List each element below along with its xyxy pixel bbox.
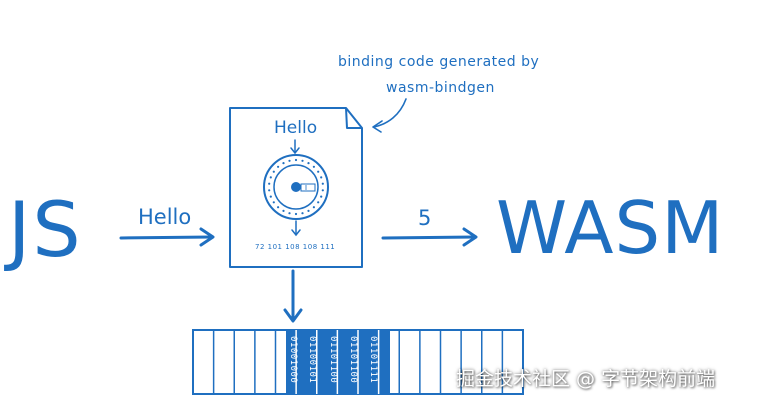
wheel-letter-mark [268, 189, 271, 192]
wheel-letter-mark [288, 159, 291, 162]
wheel-letter-mark [320, 195, 323, 198]
note-pointer-arrow [372, 98, 407, 133]
wheel-letter-mark [277, 206, 280, 209]
arrow-hello-to-wheel [290, 139, 300, 155]
wheel-letter-mark [294, 212, 298, 216]
wheel-letter-mark [321, 189, 324, 192]
memory-byte-3: 01101100 [348, 336, 358, 384]
arrow-binding-to-wasm [381, 227, 478, 247]
wheel-letter-mark [277, 165, 280, 168]
wheel-letter-mark [307, 162, 310, 165]
wheel-letter-mark [312, 206, 315, 209]
arrow-binding-to-memory [283, 269, 303, 323]
wheel-letter-mark [317, 170, 320, 173]
wheel-letter-mark [321, 182, 324, 185]
memory-byte-0: 01001000 [288, 336, 298, 384]
wheel-letter-mark [307, 209, 310, 212]
memory-byte-2: 01101100 [328, 336, 338, 384]
wheel-letter-mark [268, 182, 271, 185]
wheel-letter-mark [312, 165, 315, 168]
encoder-wheel [263, 154, 329, 220]
arrow-js-to-binding [119, 227, 215, 247]
memory-byte-1: 01100101 [307, 336, 317, 384]
wheel-letter-mark [294, 158, 298, 162]
wheel-letter-mark [317, 201, 320, 204]
wasm-label: WASM [496, 186, 725, 270]
wheel-letter-mark [269, 195, 272, 198]
note-text-line1: binding code generated by [338, 54, 540, 70]
js-label: JS [8, 185, 83, 274]
result-value-label: 5 [418, 206, 432, 230]
linear-memory [192, 329, 524, 395]
note-text-line2: wasm-bindgen [386, 80, 495, 96]
memory-byte-4: 01101111 [368, 336, 378, 384]
wheel-letter-mark [269, 176, 272, 179]
wheel-letter-mark [288, 212, 291, 215]
arrow-wheel-to-codes [291, 220, 301, 237]
wheel-letter-mark [272, 170, 275, 173]
encoder-wheel-letters [268, 158, 324, 216]
wheel-letter-mark [282, 209, 285, 212]
wheel-letter-mark [301, 159, 304, 162]
wheel-letter-mark [320, 176, 323, 179]
wheel-letter-mark [272, 201, 275, 204]
char-codes-label: 72 101 108 108 111 [255, 243, 336, 251]
hello-input-label: Hello [138, 205, 192, 229]
watermark: 掘金技术社区 @ 字节架构前端 [456, 368, 716, 390]
wheel-letter-mark [282, 162, 285, 165]
document-hello-label: Hello [274, 118, 318, 138]
wheel-letter-mark [301, 212, 304, 215]
